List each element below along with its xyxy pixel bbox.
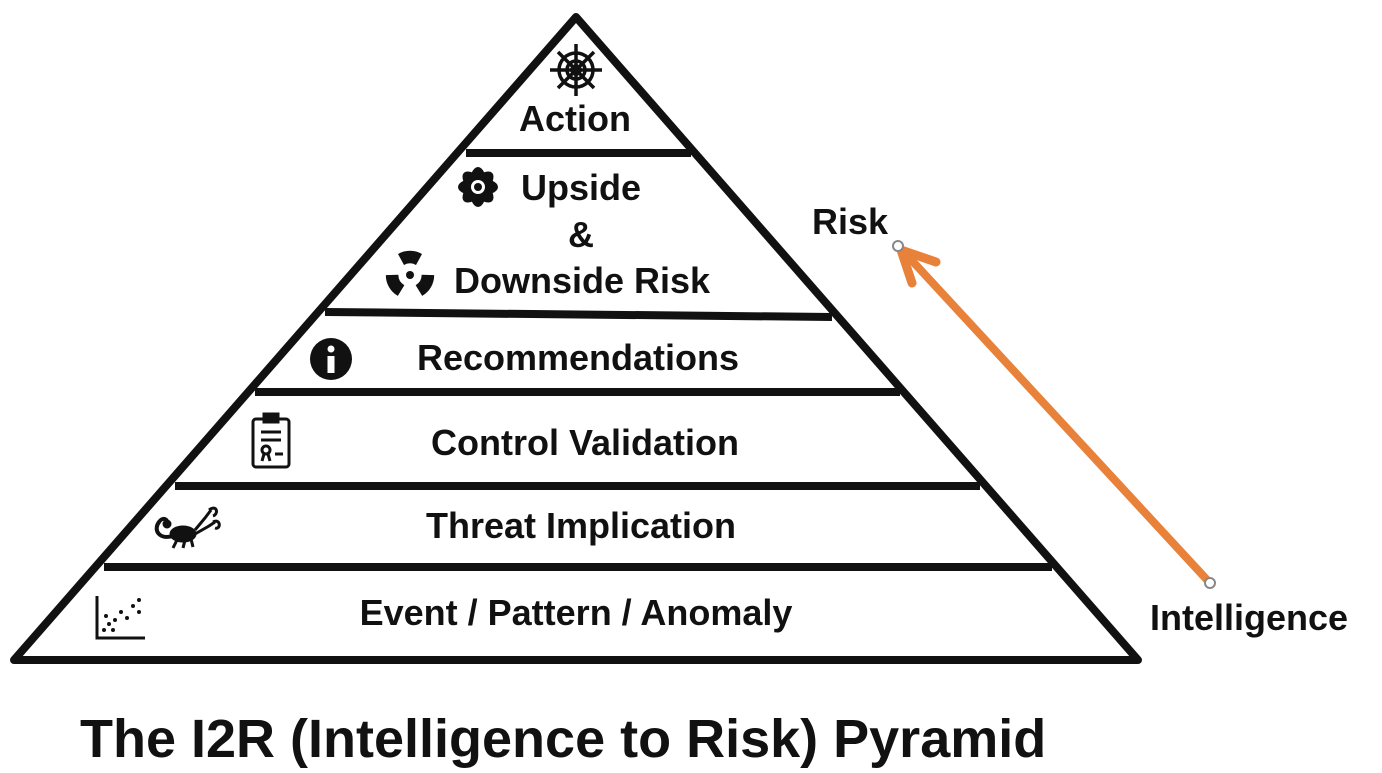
tier-event-pattern-anomaly: Event / Pattern / Anomaly (95, 592, 793, 640)
arrow-shaft (900, 248, 1213, 586)
tier-label-control-validation: Control Validation (431, 422, 739, 463)
tier-threat-implication: Threat Implication (154, 505, 736, 549)
pyramid (10, 13, 1142, 664)
scatter-plot-icon (95, 596, 145, 640)
tier-label-upside: Upside (521, 167, 641, 208)
radiation-icon (385, 250, 435, 296)
clipboard-certificate-icon (251, 412, 291, 469)
tier-label-downside-risk: Downside Risk (454, 260, 711, 301)
tier-divider (324, 308, 833, 321)
arrow-start-point (1204, 577, 1216, 589)
tier-upside-downside-risk: Upside & Downside Risk (385, 167, 711, 301)
diagram-title: The I2R (Intelligence to Risk) Pyramid (80, 709, 1046, 769)
pyramid-outline (10, 13, 1142, 664)
tier-label-and: & (568, 214, 594, 255)
info-icon (310, 338, 352, 380)
tier-label-action: Action (519, 98, 631, 139)
arrow-end-point (892, 240, 904, 252)
tier-action: Action (519, 44, 631, 139)
tier-label-recommendations: Recommendations (417, 337, 739, 378)
tier-control-validation: Control Validation (251, 412, 739, 469)
intelligence-label: Intelligence (1150, 597, 1348, 638)
intelligence-to-risk-arrow (892, 240, 1216, 589)
tier-recommendations: Recommendations (310, 337, 739, 380)
flower-icon (458, 167, 498, 207)
ship-wheel-icon (550, 44, 602, 96)
tier-label-threat-implication: Threat Implication (426, 505, 736, 546)
tier-label-event-pattern-anomaly: Event / Pattern / Anomaly (360, 592, 793, 633)
scorpion-icon (154, 506, 221, 549)
risk-label: Risk (812, 201, 889, 242)
